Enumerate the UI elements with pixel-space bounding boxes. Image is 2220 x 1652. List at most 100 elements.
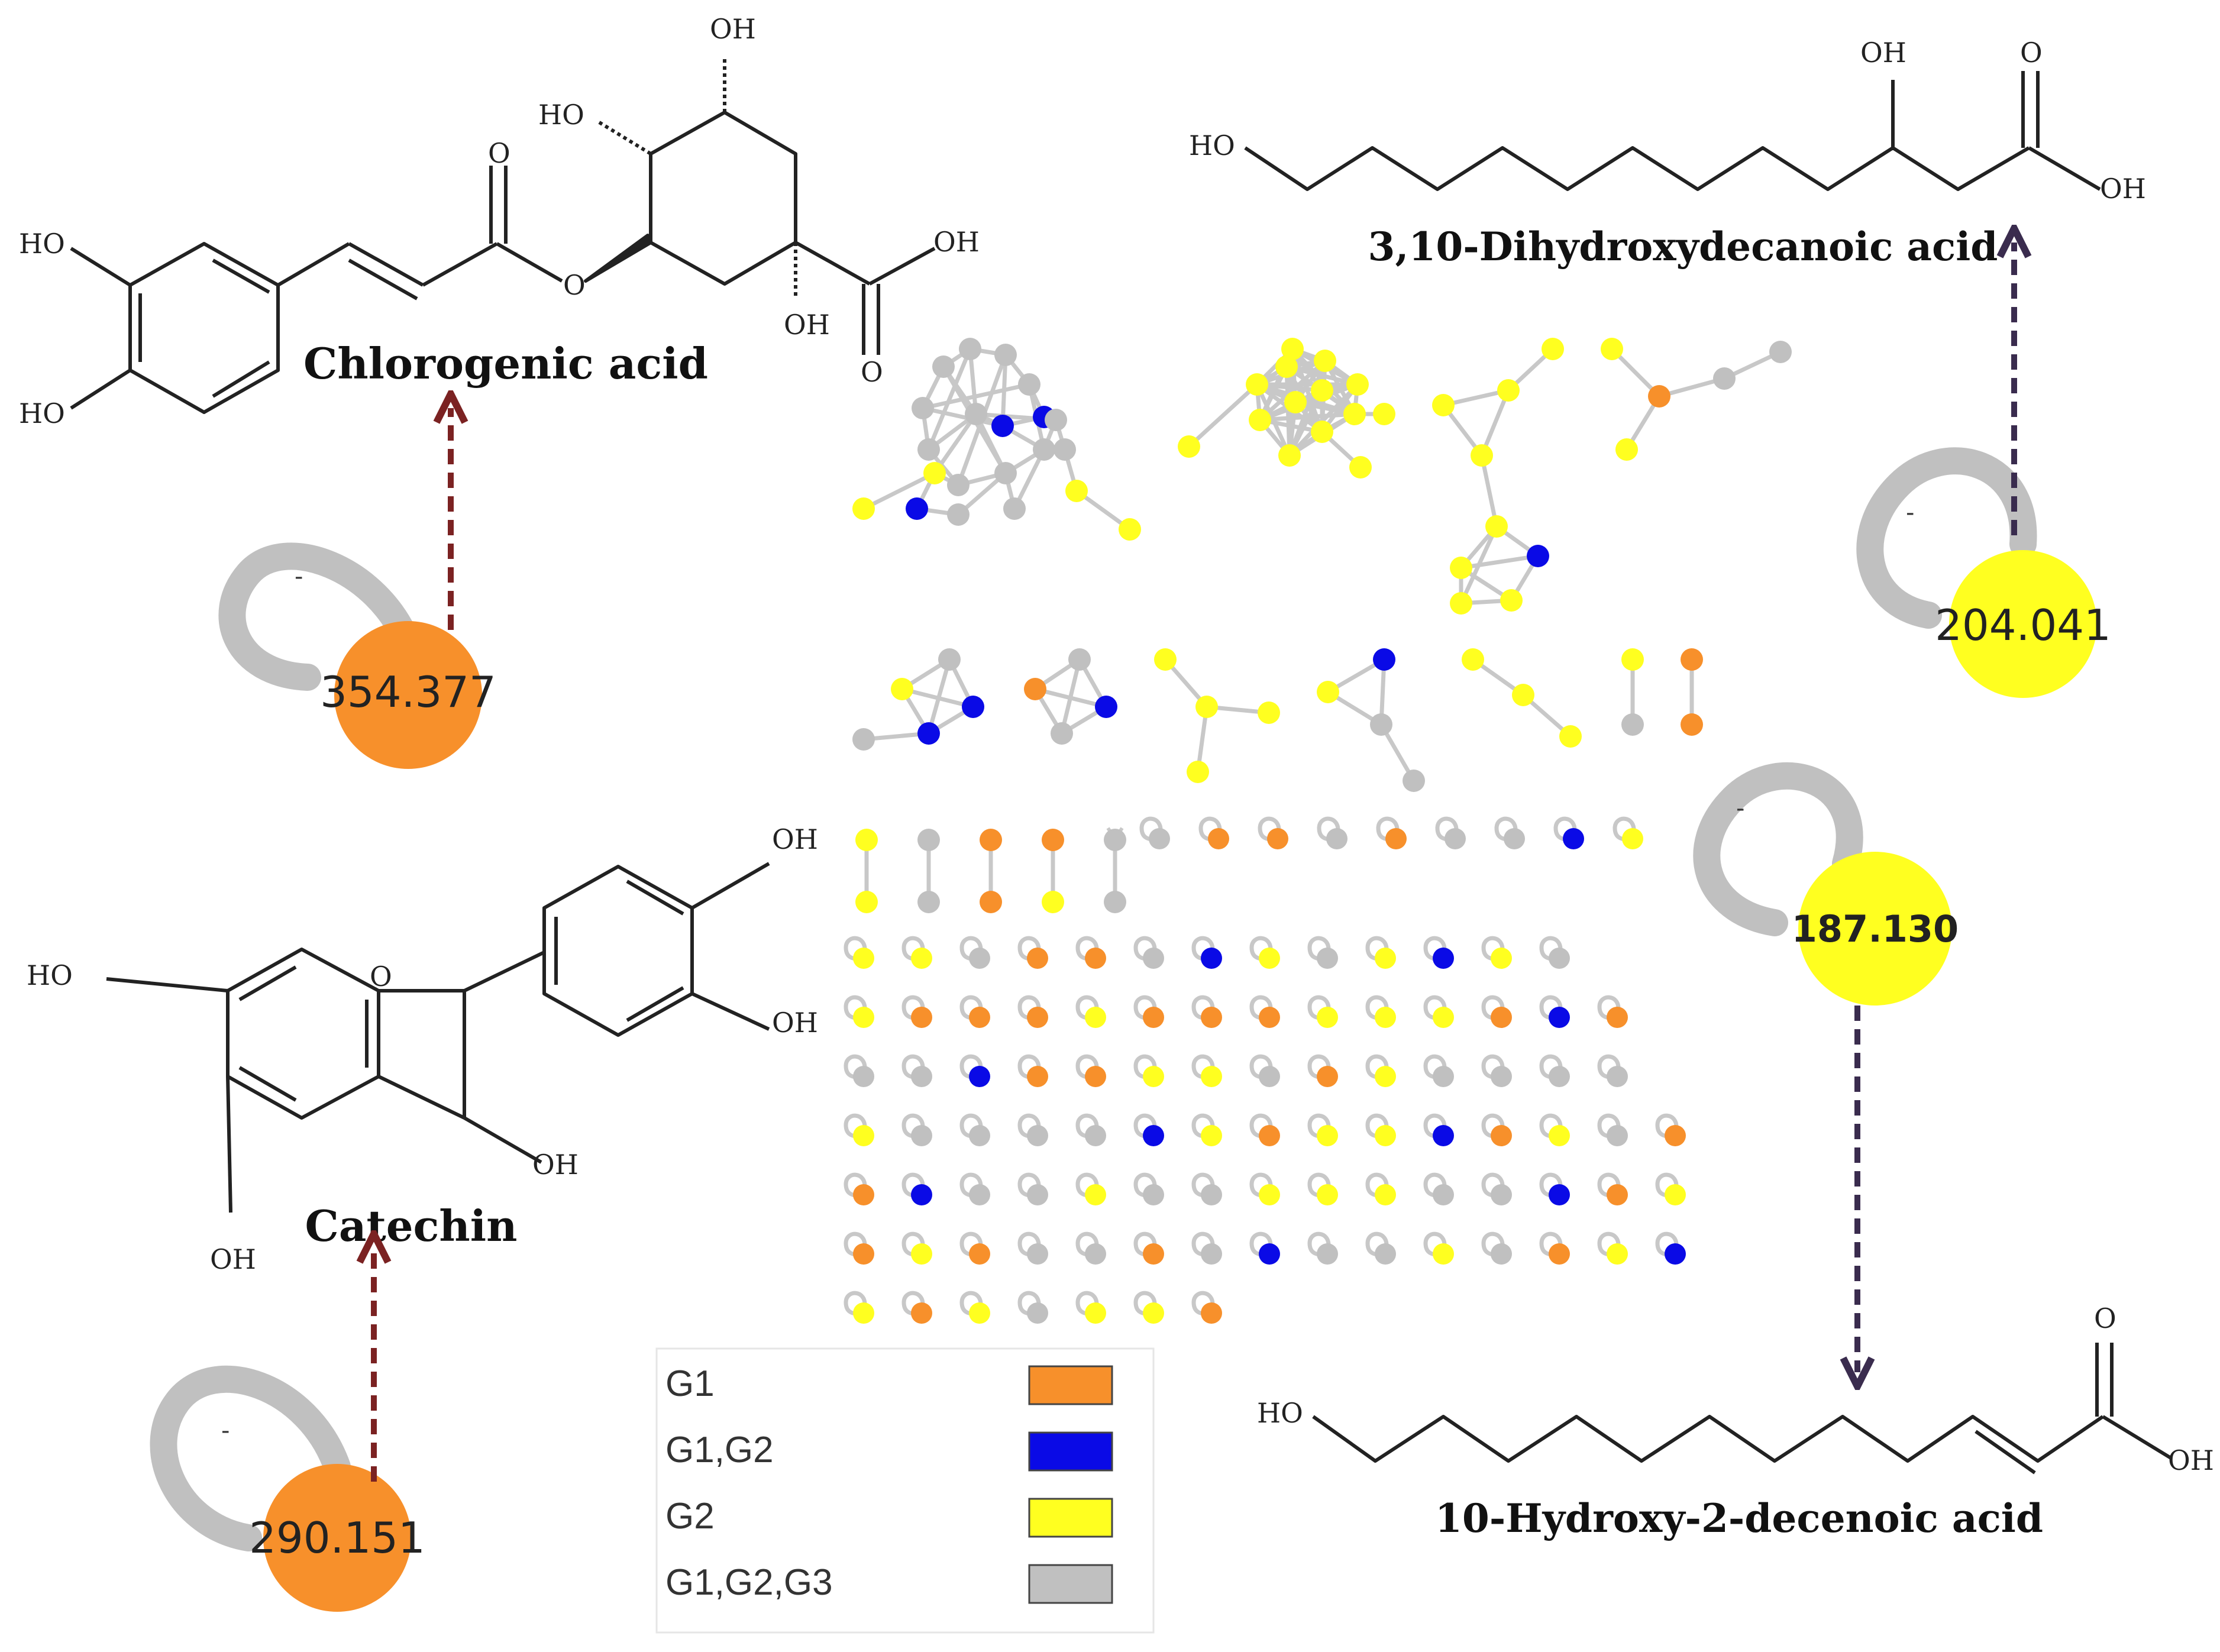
network-node (923, 462, 946, 484)
self-loop-node-dot (969, 1125, 990, 1146)
network-node (1246, 373, 1268, 396)
self-loop-node-dot (1563, 828, 1584, 849)
self-loop-node-dot (853, 1125, 874, 1146)
self-loop-node-dot (1317, 1125, 1338, 1146)
self-loop-node (1133, 1291, 1164, 1324)
self-loop-node-dot (1267, 828, 1288, 849)
self-loop-node (1307, 1231, 1338, 1265)
self-loop-node-dot (1433, 948, 1454, 969)
self-loop-node-dot (1143, 1066, 1164, 1087)
network-node (1713, 367, 1736, 390)
network-node (991, 415, 1014, 437)
self-loop-node-dot (1085, 948, 1106, 969)
self-loop-node (901, 1054, 932, 1087)
self-loop-node-dot (1491, 1184, 1512, 1205)
self-loop-node (1133, 1113, 1164, 1146)
self-loop-node (959, 1291, 990, 1324)
self-loop-node-dot (1143, 1184, 1164, 1205)
self-loop-node (844, 1291, 874, 1324)
network-node (1485, 515, 1508, 538)
self-loop-node (1191, 1054, 1222, 1087)
network-node (1195, 696, 1218, 718)
self-loop-node-dot (969, 948, 990, 969)
network-node (994, 344, 1017, 366)
self-loop-node (1075, 1113, 1106, 1146)
self-loop-node-dot (911, 1125, 932, 1146)
self-loop-node-dot (1491, 948, 1512, 969)
network-node (1249, 409, 1271, 431)
atom-label: HO (1189, 130, 1235, 161)
self-loop-node-dot (1622, 828, 1643, 849)
network-node (1018, 373, 1040, 396)
self-loop-node-dot (853, 1184, 874, 1205)
self-loop-node (1655, 1172, 1686, 1205)
self-loop-node (1133, 1172, 1164, 1205)
hydroxydecenoic-atom-labels: HO O OH (1257, 1302, 2214, 1476)
self-loop-node (1307, 1054, 1338, 1087)
network-edge (922, 382, 1030, 410)
self-loop-node (1139, 816, 1170, 849)
self-loop-node (959, 936, 990, 969)
network-node (1432, 394, 1455, 416)
atom-label: HO (27, 959, 73, 991)
self-loop-node-dot (1607, 1243, 1628, 1265)
self-loop-node (959, 995, 990, 1028)
legend-swatch (1028, 1365, 1113, 1405)
node-value: 290.151 (249, 1513, 425, 1563)
atom-label: HO (1257, 1397, 1303, 1429)
network-node (1281, 338, 1304, 360)
network-node (1278, 444, 1301, 467)
self-loop-node (844, 1113, 874, 1146)
self-loop-node (1655, 1231, 1686, 1265)
self-loop-node-dot (969, 1007, 990, 1028)
self-loop-node (1017, 995, 1048, 1028)
self-loop-node (1133, 936, 1164, 969)
self-loop-node-dot (853, 1302, 874, 1324)
network-node (1373, 403, 1395, 425)
self-loop-node-dot (1143, 1243, 1164, 1265)
network-node (1373, 648, 1395, 671)
network-node (852, 728, 875, 751)
network-node (1450, 592, 1472, 615)
self-loop-node-dot (1201, 1066, 1222, 1087)
compound-name: 3,10-Dihydroxydecanoic acid (1368, 224, 1998, 270)
self-loop-node (844, 1172, 874, 1205)
self-loop-node (1655, 1113, 1686, 1146)
self-loop-node-dot (1085, 1184, 1106, 1205)
self-loop-node-dot (1504, 828, 1525, 849)
self-loop-node-dot (1259, 1243, 1280, 1265)
network-node (1284, 391, 1307, 413)
network-node (891, 678, 913, 700)
network-node (917, 722, 940, 745)
self-loop-node-dot (1027, 1243, 1048, 1265)
self-loop-node (1539, 936, 1570, 969)
self-loop-node (1553, 816, 1584, 849)
self-loop-node (1423, 995, 1454, 1028)
network-node (1648, 385, 1670, 408)
network-edge (926, 659, 952, 734)
self-loop-node (1423, 1054, 1454, 1087)
network-node (980, 891, 1002, 913)
self-loop-node-dot (1201, 1302, 1222, 1324)
self-loop-node-dot (1433, 1184, 1454, 1205)
self-loop-node-dot (1201, 948, 1222, 969)
self-loop-node-dot (1027, 1302, 1048, 1324)
network-edge (1459, 525, 1499, 604)
network-node (1068, 648, 1091, 671)
self-loop-node (844, 1231, 874, 1265)
self-loop-node (1017, 936, 1048, 969)
self-loop-node (1481, 1231, 1512, 1265)
self-loop-node-dot (1143, 1302, 1164, 1324)
self-loop-node-dot (1149, 828, 1170, 849)
self-loop-node-dot (1375, 1184, 1396, 1205)
atom-label: OH (772, 823, 818, 855)
self-loop-node (1494, 816, 1525, 849)
atom-label: O (563, 269, 586, 301)
self-loop-node (1597, 1113, 1628, 1146)
self-loop-node (1481, 1172, 1512, 1205)
network-edge (926, 348, 972, 451)
legend-swatch (1028, 1431, 1113, 1472)
self-loop-node (1423, 1172, 1454, 1205)
self-loop-node (1075, 1054, 1106, 1087)
network-edge (1258, 359, 1327, 422)
